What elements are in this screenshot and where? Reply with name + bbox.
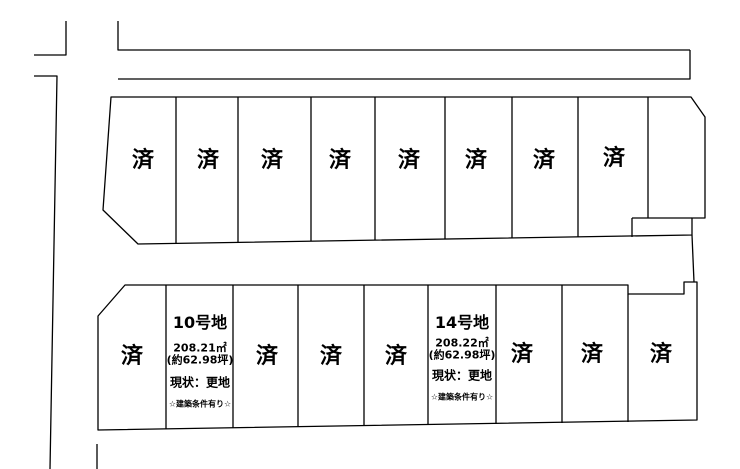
lot-14-number: 14号地 [434,313,490,332]
sold-mark-lower-9: 済 [649,342,673,367]
connector-line [691,234,695,283]
sold-mark-upper-7: 済 [532,148,556,173]
sold-mark-upper-1: 済 [131,148,155,173]
sold-mark-lower-4: 済 [319,344,343,369]
sold-mark-upper-5: 済 [397,148,421,173]
sold-mark-upper-2: 済 [196,148,220,173]
sold-mark-lower-3: 済 [255,344,279,369]
sold-mark-lower-8: 済 [580,342,604,367]
lot-10-area-m2: 208.21㎡ [173,341,227,355]
upper-block-dividers [175,97,649,243]
sold-mark-upper-3: 済 [260,148,284,173]
lot-14-area-m2: 208.22㎡ [435,336,489,350]
lower-block-outline [97,281,698,431]
sold-mark-lower-5: 済 [384,344,408,369]
lot-10-number: 10号地 [172,313,228,332]
sold-mark-upper-4: 済 [328,148,352,173]
upper-block-notch [631,217,692,237]
lot-10-status: 現状：更地 [169,375,231,390]
sold-mark-lower-7: 済 [510,342,534,367]
lot-14-note: ☆建築条件有り☆ [430,392,494,402]
road-edge-left-lower [34,75,58,469]
road-edge-middle [118,50,691,80]
sold-mark-upper-8: 済 [602,146,626,171]
road-edge-left [34,21,67,56]
lot-10-area-tsubo: (約62.98坪) [166,353,234,367]
sold-mark-lower-1: 済 [120,344,144,369]
sold-mark-upper-6: 済 [464,148,488,173]
lot-14-status: 現状：更地 [431,368,493,383]
lot-10-note: ☆建築条件有り☆ [168,399,232,409]
lower-block-dividers [165,285,629,429]
road-edge-top [117,21,690,51]
lot-14-area-tsubo: (約62.98坪) [428,348,496,362]
